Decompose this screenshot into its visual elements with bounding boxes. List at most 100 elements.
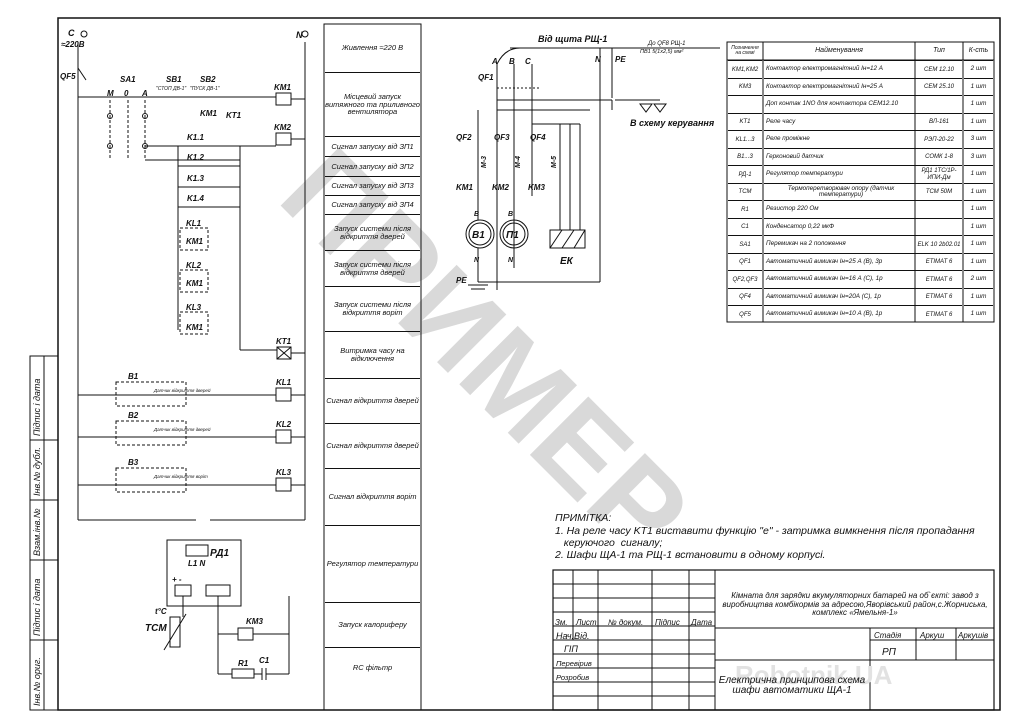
kl2-coil-label: KL2 xyxy=(276,420,292,429)
spec-name: Герконовий датчик xyxy=(764,147,916,167)
km1-coil-label: KM1 xyxy=(274,83,291,92)
spec-type: СЕМ 25.10 xyxy=(916,77,962,97)
spec-name: Автоматичний вимикач Iн=20А (С), 1р xyxy=(764,287,916,307)
spec-qty: 1 шт xyxy=(964,235,993,254)
spec-name: Доп контак 1NO для контактора СЕМ12.10 xyxy=(764,95,916,114)
func-cell: Сигнал запуску від ЗП3 xyxy=(325,177,420,196)
stamp-sheet-h: Аркуш xyxy=(919,631,945,640)
km2-power-label: KM2 xyxy=(492,183,509,192)
kl3-contact-label: KL3 xyxy=(186,303,202,312)
func-cell: Витримка часу на відключення xyxy=(325,332,420,379)
b2-label: B2 xyxy=(128,411,139,420)
spec-qty: 1 шт xyxy=(964,200,993,219)
spec-qty: 1 шт xyxy=(964,165,993,184)
km3-coil-label: KM3 xyxy=(246,617,263,626)
stamp-r1: Нач.Від. xyxy=(556,631,590,641)
spec-name: Реле проміжне xyxy=(764,130,916,149)
qf2-label: QF2 xyxy=(456,133,472,142)
spec-qty: 1 шт xyxy=(964,95,993,114)
spec-type xyxy=(916,95,962,114)
function-column xyxy=(323,23,422,711)
spec-type: ВЛ-161 xyxy=(916,112,962,132)
b-term-1: B xyxy=(474,211,479,218)
spec-name: Термоперетворювач опору (датчик температ… xyxy=(764,182,916,202)
spec-designator: C1 xyxy=(728,217,762,237)
notes-line-3: 2. Шафи ЩА-1 та РЩ-1 встановити в одному… xyxy=(555,549,826,561)
spec-name: Автоматичний вимикач Iн=16 А (С), 1р xyxy=(764,270,916,289)
spec-type: ELK 10 2b02.01 xyxy=(916,235,962,254)
phase-b: B xyxy=(509,57,515,66)
stamp-h-zm: Зм. xyxy=(555,618,568,627)
sa1-label: SA1 xyxy=(120,75,136,84)
spec-name: Перемикач на 2 положення xyxy=(764,235,916,254)
spec-designator: KL1...3 xyxy=(728,130,762,149)
site-watermark: Robotnik.UA xyxy=(735,660,893,690)
spec-header: Найменування xyxy=(815,47,863,55)
spec-qty: 3 шт xyxy=(964,147,993,167)
motor-p1-label: П1 xyxy=(506,230,519,241)
spec-designator: KM1,KM2 xyxy=(728,60,762,79)
spec-qty: 1 шт xyxy=(964,217,993,237)
spec-qty: 2 шт xyxy=(964,60,993,79)
stamp-stage: РП xyxy=(882,647,897,658)
stamp-r2: ГІП xyxy=(564,644,578,654)
rd1-pins: L1 N xyxy=(188,559,206,568)
km1-contact-label: KM1 xyxy=(200,109,217,118)
spec-designator: ТСМ xyxy=(728,182,762,202)
cable-m3: M-3 xyxy=(481,156,488,168)
spec-name: Автоматичний вимикач Iн=25 А (В), 3р xyxy=(764,252,916,272)
spec-type: ETIMAT 6 xyxy=(916,305,962,324)
stamp-h-doc: № докум. xyxy=(608,618,643,627)
spec-type: ETIMAT 6 xyxy=(916,270,962,289)
km1-kl2-label: KM1 xyxy=(186,279,203,288)
k11-label: K1.1 xyxy=(187,133,204,142)
qf1-label: QF1 xyxy=(478,73,494,82)
c1-label: C1 xyxy=(259,656,270,665)
stamp-h-list: Лист xyxy=(575,618,597,627)
b2-note: Датчик відкриття дверей xyxy=(153,426,211,432)
from-label: До QF8 РЩ-1 xyxy=(647,41,685,47)
func-cell: Живлення ≈220 В xyxy=(325,24,420,73)
spec-designator: B1...3 xyxy=(728,147,762,167)
side-inv-orig: Інв.№ ориг. xyxy=(32,657,42,706)
spec-qty: 3 шт xyxy=(964,130,993,149)
notes-line-1: 1. На реле часу KT1 виставити функцію "е… xyxy=(555,525,975,537)
spec-designator: SA1 xyxy=(728,235,762,254)
spec-type: ETIMAT 6 xyxy=(916,252,962,272)
stamp-r4: Розробив xyxy=(556,673,589,682)
motor-b1-label: B1 xyxy=(472,230,485,241)
side-sign-date-1: Підпис і дата xyxy=(32,579,42,636)
spec-qty: 1 шт xyxy=(964,305,993,324)
sb2-note: "ПУСК ДВ-1" xyxy=(190,86,220,92)
spec-qty: 1 шт xyxy=(964,182,993,202)
func-cell: Сигнал запуску від ЗП1 xyxy=(325,137,420,157)
rd1-pm: + - xyxy=(172,575,182,584)
cable-m4: M-4 xyxy=(515,156,522,168)
earth-pe: PE xyxy=(615,55,626,64)
k13-label: K1.3 xyxy=(187,174,204,183)
heater-label: ЕК xyxy=(560,256,574,267)
func-cell: Запуск системи після відкриття дверей xyxy=(325,215,420,251)
spec-designator: KM3 xyxy=(728,77,762,97)
spec-designator: QF2,QF3 xyxy=(728,270,762,289)
spec-type: РД1 1ТС/1Р-ИПИ-Дм xyxy=(916,165,962,184)
spec-designator: KT1 xyxy=(728,112,762,132)
spec-name: Контактор електромагнітний Iн=12 А xyxy=(764,60,916,79)
kt1-coil-label: KT1 xyxy=(276,337,292,346)
stamp-h-sign: Підпис xyxy=(655,618,680,627)
spec-designator: QF1 xyxy=(728,252,762,272)
control-circuit: C ≈220В N QF5 SA1 M 0 A SB1 "СТОП ДВ-1" … xyxy=(60,28,309,680)
spec-name: Регулятор температури xyxy=(764,165,916,184)
tcm-label: ТСМ xyxy=(145,623,167,634)
b1-note: Датчик відкриття дверей xyxy=(153,387,211,393)
stamp-stage-h: Стадія xyxy=(874,631,902,640)
func-cell: RC фільтр xyxy=(352,663,393,673)
tc-label: t°С xyxy=(155,607,167,616)
func-cell: Сигнал відкриття дверей xyxy=(325,379,420,424)
km1-power-label: KM1 xyxy=(456,183,473,192)
spec-name: Автоматичний вимикач Iн=10 А (В), 1р xyxy=(764,305,916,324)
k12-label: K1.2 xyxy=(187,153,204,162)
km1-kl1-label: KM1 xyxy=(186,237,203,246)
